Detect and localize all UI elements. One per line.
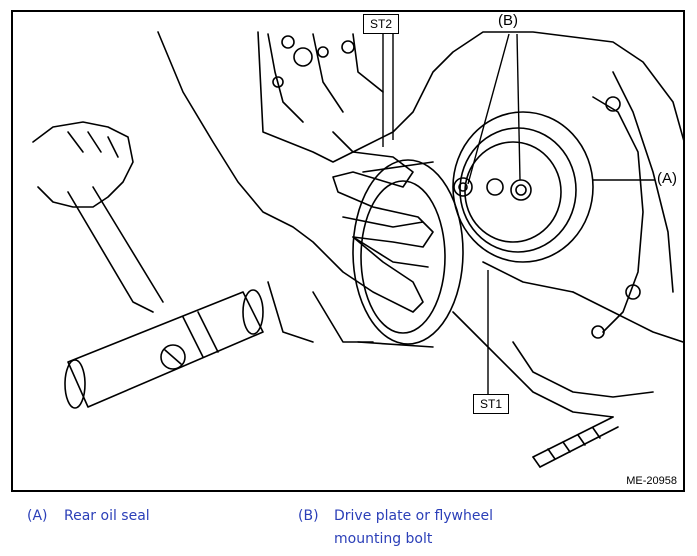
figure-id-label: ME-20958 (626, 475, 677, 487)
callout-a: (A) (657, 170, 677, 187)
callout-st1: ST1 (473, 394, 509, 414)
legend-key-a: (A) (27, 508, 48, 524)
installer-st2 (352, 159, 464, 345)
hammer-handle (67, 186, 164, 313)
mounting-bolt-left (453, 177, 473, 197)
legend-item-a: (A) Rear oil seal (27, 508, 287, 548)
callout-b: (B) (498, 12, 518, 29)
right-hand (157, 31, 434, 313)
mounting-bolt-right (510, 179, 532, 201)
legend-text-b: Drive plate or flywheel (334, 508, 493, 524)
legend-item-b: (B) Drive plate or flywheel mounting bol… (298, 508, 558, 552)
hammer-head (67, 291, 264, 408)
oil-seal-installation-illustration (32, 31, 683, 468)
legend-text-a: Rear oil seal (64, 508, 150, 524)
engine-block (257, 31, 683, 163)
legend-key-b: (B) (298, 508, 319, 524)
rear-oil-seal (452, 111, 594, 263)
figure-frame: ST2 (B) (A) ST1 ME-20958 (11, 10, 685, 492)
legend-text-b-line2: mounting bolt (334, 531, 433, 547)
guide-st1 (532, 416, 619, 468)
callout-st2: ST2 (363, 14, 399, 34)
left-hand (32, 121, 134, 208)
